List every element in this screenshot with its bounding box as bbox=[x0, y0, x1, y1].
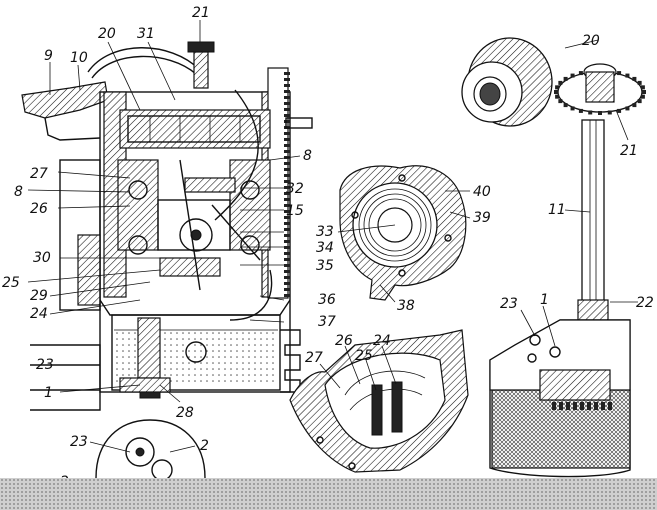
callout-20-right: 20 bbox=[582, 33, 600, 49]
callout-33: 33 bbox=[316, 224, 334, 240]
callout-9: 9 bbox=[44, 48, 53, 64]
callout-40: 40 bbox=[473, 184, 491, 200]
callout-24-left: 24 bbox=[30, 306, 48, 322]
callout-24-bottom: 24 bbox=[373, 333, 391, 349]
callout-21-right: 21 bbox=[620, 143, 638, 159]
bearing-detail bbox=[339, 165, 467, 301]
callout-29: 29 bbox=[30, 288, 48, 304]
callout-11: 11 bbox=[548, 202, 566, 218]
callout-2: 2 bbox=[200, 438, 209, 454]
callout-27-left: 27 bbox=[30, 166, 48, 182]
callout-22: 22 bbox=[636, 295, 654, 311]
callout-26-bottom: 26 bbox=[335, 333, 353, 349]
callout-25-left: 25 bbox=[2, 275, 20, 291]
callout-32: 32 bbox=[286, 181, 304, 197]
callout-8-left: 8 bbox=[14, 184, 23, 200]
callout-28: 28 bbox=[176, 405, 194, 421]
callout-37: 37 bbox=[318, 314, 336, 330]
callout-30: 30 bbox=[33, 250, 51, 266]
callout-15: 15 bbox=[286, 203, 304, 219]
pump-gear-teeth bbox=[552, 402, 612, 410]
callout-21-top: 21 bbox=[192, 5, 210, 21]
callout-23-bottom: 23 bbox=[70, 434, 88, 450]
callout-26-left: 26 bbox=[30, 201, 48, 217]
callout-23-right: 23 bbox=[500, 296, 518, 312]
callout-8-right: 8 bbox=[303, 148, 312, 164]
callout-36: 36 bbox=[318, 292, 336, 308]
distributor-gear-assembly bbox=[461, 37, 646, 127]
crankcase-half-view bbox=[289, 329, 469, 473]
callout-38: 38 bbox=[397, 298, 415, 314]
callout-10: 10 bbox=[70, 50, 88, 66]
callout-23-left: 23 bbox=[36, 357, 54, 373]
callout-27-bottom: 27 bbox=[305, 350, 323, 366]
engine-section-view bbox=[21, 41, 313, 411]
callout-34: 34 bbox=[316, 240, 334, 256]
callout-31: 31 bbox=[137, 26, 155, 42]
callout-20-left: 20 bbox=[98, 26, 116, 42]
oil-pump-assembly bbox=[489, 119, 631, 478]
callout-1-left: 1 bbox=[44, 385, 53, 401]
callout-39: 39 bbox=[473, 210, 491, 226]
callout-25-bottom: 25 bbox=[355, 348, 373, 364]
halftone-bottom-strip bbox=[0, 478, 657, 510]
callout-35: 35 bbox=[316, 258, 334, 274]
leader-lines bbox=[27, 20, 638, 453]
callout-1-right: 1 bbox=[540, 292, 549, 308]
oil-pump-gear-detail bbox=[95, 419, 206, 481]
